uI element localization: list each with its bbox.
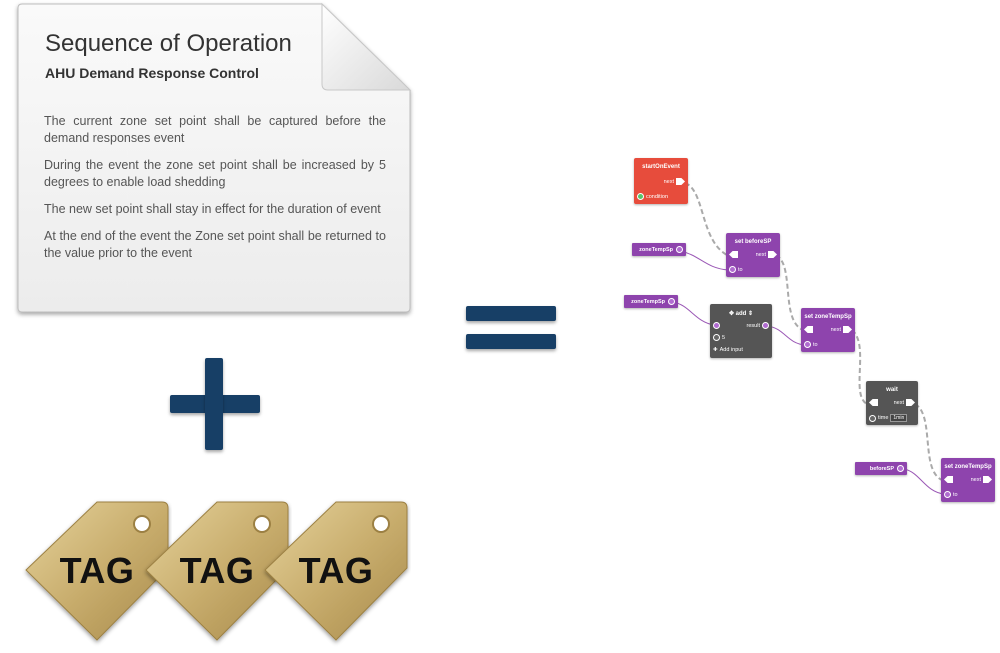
to-port[interactable]: to bbox=[804, 341, 818, 348]
result-port[interactable]: result bbox=[747, 322, 769, 329]
flow-wire bbox=[685, 183, 727, 255]
zone-temp-sp-variable[interactable]: zoneTempSp bbox=[632, 243, 686, 256]
to-port[interactable]: to bbox=[944, 491, 958, 498]
flow-out-icon bbox=[983, 476, 992, 483]
port-label: to bbox=[738, 267, 743, 273]
port-label: to bbox=[813, 342, 818, 348]
port-label: next bbox=[831, 327, 841, 333]
flow-in-icon bbox=[869, 399, 878, 406]
block-title: add bbox=[736, 311, 747, 317]
input-pin-icon bbox=[729, 266, 736, 273]
output-pin-icon bbox=[668, 298, 675, 305]
block-title: startOnEvent bbox=[634, 158, 688, 170]
flow-wire bbox=[776, 255, 803, 330]
next-port[interactable]: next bbox=[831, 326, 852, 333]
port-label: result bbox=[747, 323, 760, 329]
sort-icon: ⇕ bbox=[748, 311, 753, 317]
input-pin-icon bbox=[713, 334, 720, 341]
flow-in-icon bbox=[804, 326, 813, 333]
variable-label: beforeSP bbox=[870, 466, 894, 472]
value-port[interactable]: 5 bbox=[713, 334, 725, 341]
input-pin-icon bbox=[713, 322, 720, 329]
block-title: set zoneTempSp bbox=[941, 458, 995, 470]
flow-out-icon bbox=[676, 178, 685, 185]
input-port[interactable] bbox=[713, 322, 720, 329]
set-zone-temp-sp-block[interactable]: set zoneTempSp next to bbox=[801, 308, 855, 352]
flow-in-port[interactable] bbox=[729, 251, 738, 258]
flow-wire bbox=[915, 404, 942, 480]
set-zone-temp-sp-block[interactable]: set zoneTempSp next to bbox=[941, 458, 995, 502]
block-title: wait bbox=[866, 381, 918, 393]
to-port[interactable]: to bbox=[729, 266, 743, 273]
next-port[interactable]: next bbox=[971, 476, 992, 483]
flow-in-port[interactable] bbox=[804, 326, 813, 333]
flow-in-icon bbox=[729, 251, 738, 258]
flow-in-port[interactable] bbox=[944, 476, 953, 483]
data-wire bbox=[904, 469, 944, 494]
data-wire bbox=[680, 251, 728, 270]
add-input-button[interactable]: ✚ Add input bbox=[713, 347, 743, 353]
next-port[interactable]: next bbox=[894, 399, 915, 406]
condition-port[interactable]: condition bbox=[637, 193, 668, 200]
output-pin-icon bbox=[762, 322, 769, 329]
data-wire bbox=[767, 326, 805, 345]
port-label: next bbox=[756, 252, 766, 258]
wait-block[interactable]: wait next time 1min bbox=[866, 381, 918, 425]
port-label: next bbox=[664, 179, 674, 185]
set-before-sp-block[interactable]: set beforeSP next to bbox=[726, 233, 780, 277]
flow-out-icon bbox=[768, 251, 777, 258]
port-label: to bbox=[953, 492, 958, 498]
move-icon: ✥ bbox=[729, 311, 734, 317]
zone-temp-sp-variable[interactable]: zoneTempSp bbox=[624, 295, 678, 308]
time-port[interactable]: time 1min bbox=[869, 414, 907, 422]
data-wire bbox=[673, 302, 714, 325]
input-pin-icon bbox=[869, 415, 876, 422]
flow-out-icon bbox=[843, 326, 852, 333]
input-pin-icon bbox=[804, 341, 811, 348]
plus-icon: ✚ bbox=[713, 347, 718, 353]
variable-label: zoneTempSp bbox=[631, 299, 665, 305]
next-port[interactable]: next bbox=[756, 251, 777, 258]
condition-pin-icon bbox=[637, 193, 644, 200]
flow-in-icon bbox=[944, 476, 953, 483]
add-block[interactable]: ✥ add ⇕ result 5 ✚ Add input bbox=[710, 304, 772, 358]
next-port[interactable]: next bbox=[664, 178, 685, 185]
port-label: next bbox=[971, 477, 981, 483]
time-value-field[interactable]: 1min bbox=[890, 414, 907, 422]
port-value: 5 bbox=[722, 335, 725, 341]
start-on-event-block[interactable]: startOnEvent next condition bbox=[634, 158, 688, 204]
port-label: condition bbox=[646, 194, 668, 200]
port-label: time bbox=[878, 415, 888, 421]
flow-in-port[interactable] bbox=[869, 399, 878, 406]
block-title: set beforeSP bbox=[726, 233, 780, 245]
add-block-header: ✥ add ⇕ bbox=[710, 304, 772, 317]
add-input-label: Add input bbox=[720, 347, 743, 353]
output-pin-icon bbox=[676, 246, 683, 253]
before-sp-variable[interactable]: beforeSP bbox=[855, 462, 907, 475]
flow-out-icon bbox=[906, 399, 915, 406]
block-title: set zoneTempSp bbox=[801, 308, 855, 320]
output-pin-icon bbox=[897, 465, 904, 472]
input-pin-icon bbox=[944, 491, 951, 498]
variable-label: zoneTempSp bbox=[639, 247, 673, 253]
port-label: next bbox=[894, 400, 904, 406]
